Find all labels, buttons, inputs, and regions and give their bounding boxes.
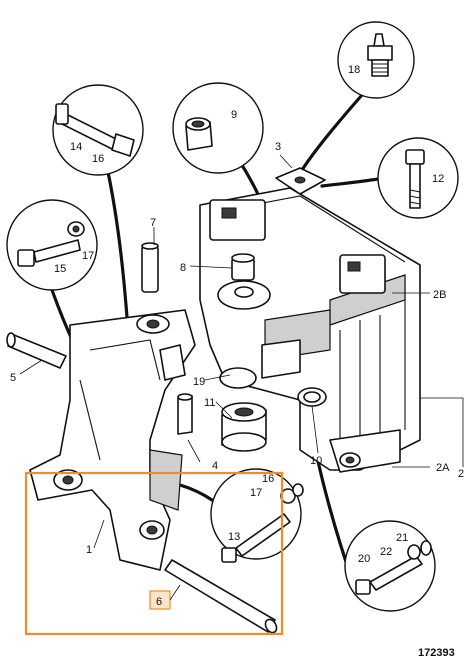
- highlight-box-part-6: [24, 471, 284, 636]
- callout-bolt-14-16: [52, 84, 144, 176]
- swing-link-1: [29, 309, 196, 571]
- pin-8: [231, 253, 255, 281]
- label-part-11: 11: [204, 397, 215, 409]
- callout-bolt-12: [377, 137, 459, 219]
- callout-tail-bolt-12: [320, 176, 386, 188]
- pin-5: [6, 332, 67, 369]
- label-part-7: 7: [150, 217, 156, 229]
- label-part-8: 8: [180, 262, 186, 274]
- callout-grease-nipple-18: [337, 21, 415, 99]
- label-part-9: 9: [231, 109, 237, 121]
- label-part-6: 6: [156, 596, 162, 608]
- pin-6: [164, 559, 278, 634]
- callout-bush-9: [172, 82, 264, 174]
- bush-11: [221, 402, 267, 452]
- leader-lines: [19, 154, 464, 601]
- callout-bolt-13-16-17: [210, 468, 304, 563]
- label-part-2a: 2A: [436, 462, 450, 474]
- label-part-2: 2: [458, 468, 464, 480]
- label-part-5: 5: [10, 372, 16, 384]
- callout-tail-bolt-14: [106, 170, 130, 332]
- label-part-10: 10: [310, 455, 322, 467]
- label-part-2b: 2B: [433, 289, 446, 301]
- bush-10: [297, 387, 327, 407]
- label-part-14: 14: [70, 141, 82, 153]
- label-part-12: 12: [432, 173, 444, 185]
- label-part-17b: 17: [250, 487, 262, 499]
- label-part-20: 20: [358, 553, 370, 565]
- label-part-16b: 16: [262, 473, 274, 485]
- pin-7: [141, 242, 159, 293]
- label-part-18: 18: [348, 64, 360, 76]
- label-part-3: 3: [275, 141, 281, 153]
- figure-reference-number: 172393: [418, 647, 455, 659]
- label-part-16a: 16: [92, 153, 104, 165]
- label-part-4: 4: [212, 460, 218, 472]
- label-part-15: 15: [54, 263, 66, 275]
- label-part-21: 21: [396, 532, 408, 544]
- label-part-22: 22: [380, 546, 392, 558]
- callout-bolt-15-17: [6, 199, 98, 291]
- callout-bolt-20-21-22: [344, 520, 436, 612]
- label-part-13: 13: [228, 531, 240, 543]
- callout-tail-bolt-13: [178, 483, 214, 502]
- kingpost-frame-2: [199, 187, 421, 473]
- label-part-19: 19: [193, 376, 205, 388]
- label-part-1: 1: [86, 544, 92, 556]
- pin-4: [177, 393, 193, 435]
- callout-tail-nipple-18: [300, 93, 364, 172]
- grease-nipple-boss-3: [275, 167, 326, 195]
- label-part-17a: 17: [82, 250, 94, 262]
